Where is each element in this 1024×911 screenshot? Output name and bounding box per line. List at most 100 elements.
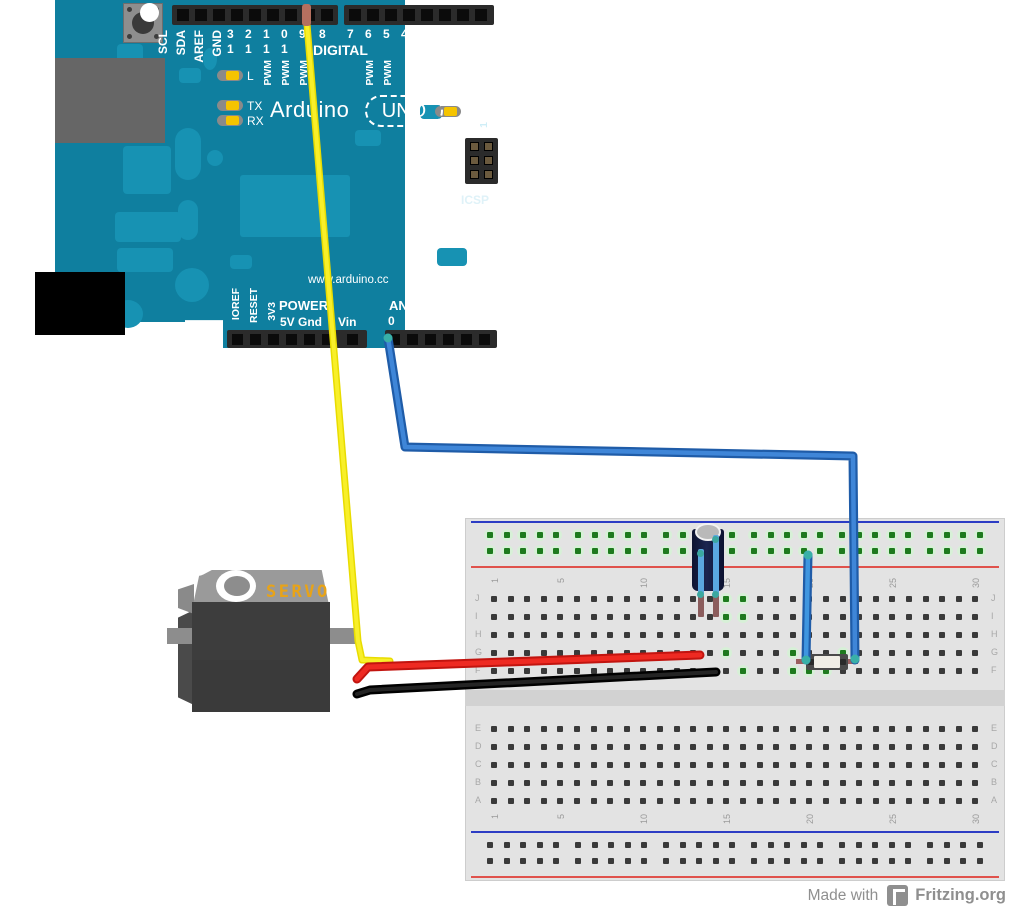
power-rail-hole[interactable]	[487, 858, 493, 864]
power-rail-hole[interactable]	[767, 532, 774, 538]
breadboard-hole-H17[interactable]	[756, 632, 763, 638]
power-rail-hole[interactable]	[663, 858, 669, 864]
power-rail-hole[interactable]	[679, 858, 686, 864]
breadboard-hole-F28[interactable]	[939, 668, 946, 674]
breadboard-hole-D20[interactable]	[806, 744, 813, 750]
breadboard-hole-F21[interactable]	[823, 668, 829, 674]
breadboard-hole-I9[interactable]	[623, 614, 630, 620]
breadboard-hole-E12[interactable]	[673, 726, 680, 732]
breadboard-hole-E21[interactable]	[823, 726, 829, 732]
power-rail-hole[interactable]	[855, 858, 862, 864]
breadboard-hole-J18[interactable]	[773, 596, 780, 602]
breadboard-hole-H29[interactable]	[955, 632, 962, 638]
breadboard-hole-E4[interactable]	[540, 726, 547, 732]
breadboard-hole-D30[interactable]	[972, 744, 979, 750]
breadboard-hole-F4[interactable]	[540, 668, 547, 674]
breadboard-hole-I5[interactable]	[557, 614, 564, 620]
breadboard-hole-A24[interactable]	[872, 798, 879, 804]
power-rail-hole[interactable]	[976, 858, 983, 864]
breadboard-hole-E30[interactable]	[972, 726, 979, 732]
breadboard-hole-E2[interactable]	[507, 726, 514, 732]
breadboard-hole-J3[interactable]	[524, 596, 531, 602]
breadboard-hole-C15[interactable]	[723, 762, 730, 768]
breadboard-hole-F2[interactable]	[507, 668, 514, 674]
breadboard-hole-G14[interactable]	[706, 650, 713, 656]
breadboard-hole-A28[interactable]	[939, 798, 946, 804]
power-rail-hole[interactable]	[943, 548, 950, 554]
breadboard-hole-A20[interactable]	[806, 798, 813, 804]
power-rail-hole[interactable]	[767, 842, 774, 848]
breadboard-hole-D6[interactable]	[574, 744, 580, 750]
power-rail-hole[interactable]	[839, 532, 845, 538]
breadboard-hole-D2[interactable]	[507, 744, 514, 750]
power-rail-hole[interactable]	[553, 548, 560, 554]
breadboard-hole-G17[interactable]	[756, 650, 763, 656]
breadboard-hole-H16[interactable]	[740, 632, 746, 638]
breadboard-hole-J21[interactable]	[823, 596, 829, 602]
power-rail-hole[interactable]	[696, 842, 703, 848]
breadboard-hole-A1[interactable]	[491, 798, 497, 804]
breadboard-hole-D4[interactable]	[540, 744, 547, 750]
breadboard-hole-J7[interactable]	[590, 596, 597, 602]
breadboard-hole-E20[interactable]	[806, 726, 813, 732]
breadboard-hole-E8[interactable]	[607, 726, 614, 732]
breadboard-hole-C18[interactable]	[773, 762, 780, 768]
breadboard-hole-A22[interactable]	[839, 798, 846, 804]
breadboard-hole-D21[interactable]	[823, 744, 829, 750]
breadboard-hole-B21[interactable]	[823, 780, 829, 786]
power-rail-hole[interactable]	[800, 532, 807, 538]
breadboard-hole-I26[interactable]	[906, 614, 912, 620]
breadboard-hole-H10[interactable]	[640, 632, 647, 638]
breadboard-hole-F23[interactable]	[856, 668, 863, 674]
power-rail-hole[interactable]	[729, 858, 736, 864]
breadboard-hole-B7[interactable]	[590, 780, 597, 786]
power-rail-hole[interactable]	[553, 842, 560, 848]
breadboard-hole-G24[interactable]	[872, 650, 879, 656]
breadboard-hole-C8[interactable]	[607, 762, 614, 768]
breadboard-hole-H26[interactable]	[906, 632, 912, 638]
breadboard-hole-B23[interactable]	[856, 780, 863, 786]
breadboard-hole-D12[interactable]	[673, 744, 680, 750]
power-rail-hole[interactable]	[641, 532, 648, 538]
breadboard-hole-A5[interactable]	[557, 798, 564, 804]
breadboard-hole-G19[interactable]	[789, 650, 796, 656]
breadboard-hole-A2[interactable]	[507, 798, 514, 804]
power-rail-hole[interactable]	[487, 532, 493, 538]
breadboard-hole-E24[interactable]	[872, 726, 879, 732]
breadboard-hole-F10[interactable]	[640, 668, 647, 674]
power-rail-hole[interactable]	[960, 532, 967, 538]
breadboard-hole-J19[interactable]	[789, 596, 796, 602]
power-rail-hole[interactable]	[839, 842, 845, 848]
breadboard-hole-F26[interactable]	[906, 668, 912, 674]
breadboard-hole-J24[interactable]	[872, 596, 879, 602]
breadboard-hole-I22[interactable]	[839, 614, 846, 620]
power-rail-hole[interactable]	[784, 842, 791, 848]
breadboard-hole-A27[interactable]	[922, 798, 929, 804]
power-rail-hole[interactable]	[624, 548, 631, 554]
breadboard-hole-F16[interactable]	[740, 668, 746, 674]
breadboard-hole-J6[interactable]	[574, 596, 580, 602]
breadboard-hole-F18[interactable]	[773, 668, 780, 674]
breadboard-hole-B30[interactable]	[972, 780, 979, 786]
breadboard-hole-D8[interactable]	[607, 744, 614, 750]
breadboard-hole-A15[interactable]	[723, 798, 730, 804]
power-rail-hole[interactable]	[927, 548, 933, 554]
power-rail-hole[interactable]	[608, 858, 615, 864]
breadboard-hole-D26[interactable]	[906, 744, 912, 750]
power-rail-hole[interactable]	[536, 858, 543, 864]
breadboard-hole-F24[interactable]	[872, 668, 879, 674]
breadboard-hole-B17[interactable]	[756, 780, 763, 786]
breadboard-hole-H22[interactable]	[839, 632, 846, 638]
breadboard-hole-J8[interactable]	[607, 596, 614, 602]
breadboard-hole-I20[interactable]	[806, 614, 813, 620]
breadboard-hole-H5[interactable]	[557, 632, 564, 638]
power-rail-hole[interactable]	[943, 532, 950, 538]
breadboard-hole-I14[interactable]	[706, 614, 713, 620]
power-rail-hole[interactable]	[767, 858, 774, 864]
breadboard-hole-C21[interactable]	[823, 762, 829, 768]
breadboard-hole-B12[interactable]	[673, 780, 680, 786]
breadboard-hole-J10[interactable]	[640, 596, 647, 602]
breadboard-hole-E23[interactable]	[856, 726, 863, 732]
power-rail-hole[interactable]	[872, 532, 879, 538]
breadboard-hole-H9[interactable]	[623, 632, 630, 638]
